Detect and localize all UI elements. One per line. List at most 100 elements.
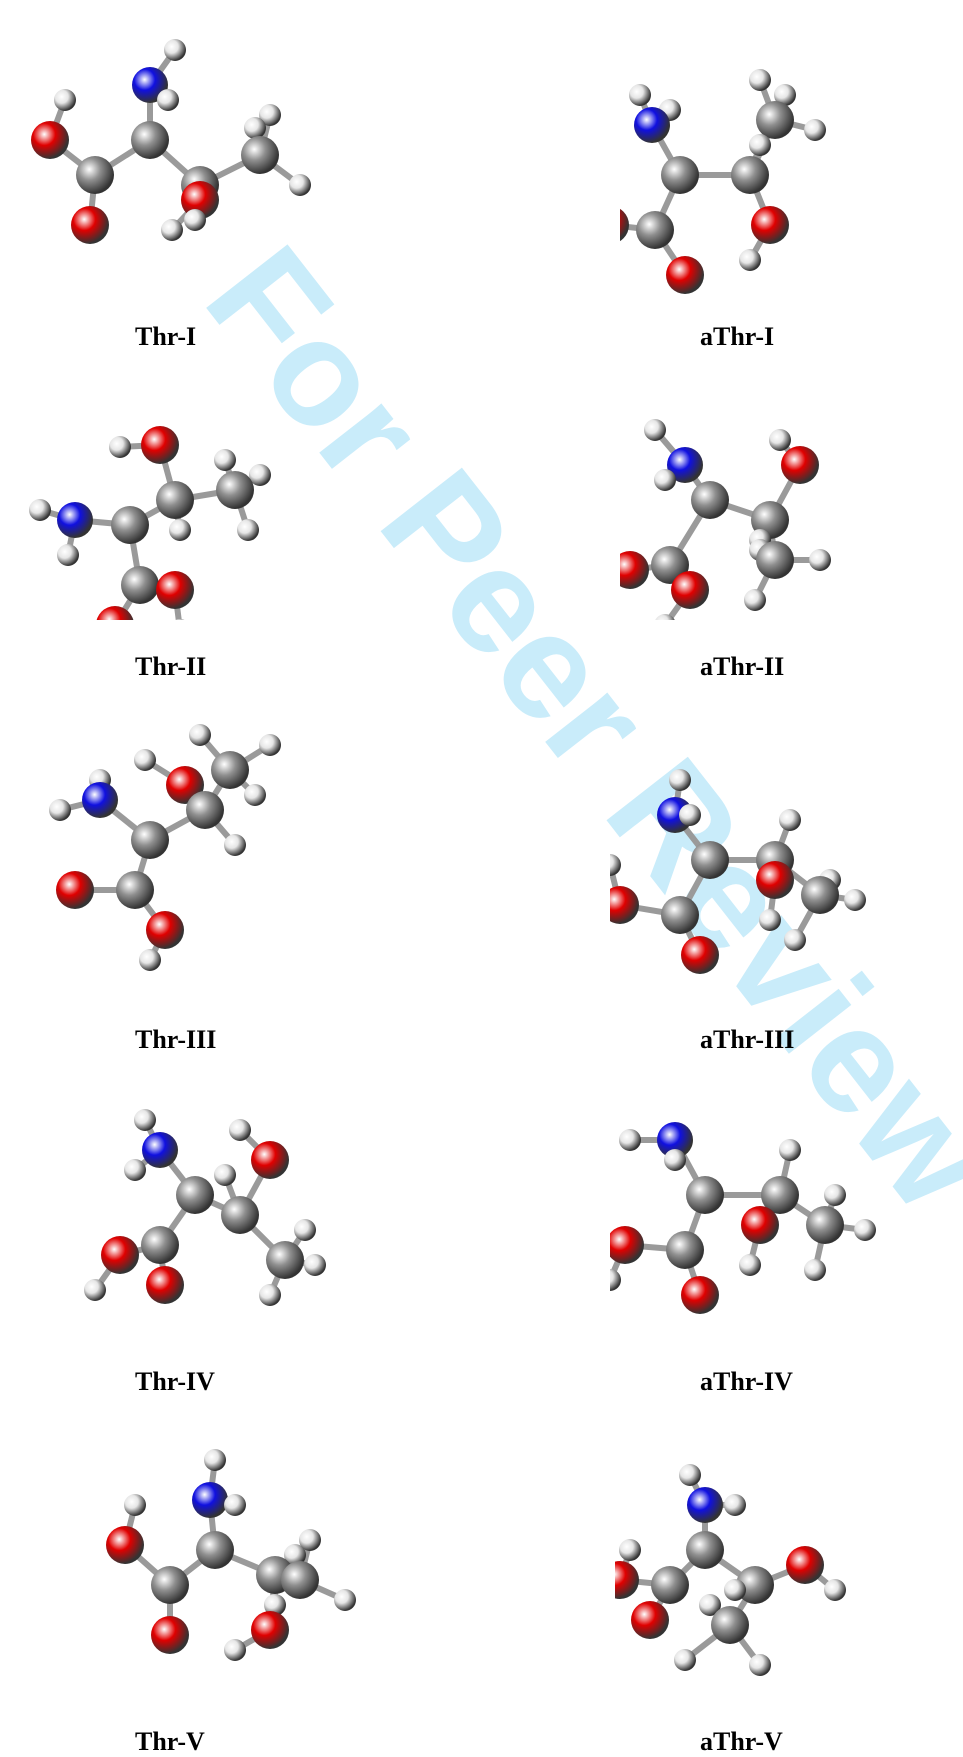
molecule-image bbox=[106, 1449, 356, 1661]
molecule-athr-ii bbox=[620, 370, 960, 620]
nitrogen-atom bbox=[667, 447, 703, 483]
carbon-atom bbox=[141, 1226, 179, 1264]
hydrogen-atom bbox=[844, 889, 866, 911]
oxygen-atom bbox=[741, 1206, 779, 1244]
oxygen-atom bbox=[786, 1546, 824, 1584]
oxygen-atom bbox=[620, 551, 649, 589]
hydrogen-atom bbox=[749, 69, 771, 91]
hydrogen-atom bbox=[29, 499, 51, 521]
hydrogen-atom bbox=[655, 614, 675, 620]
label-athr-i: aThr-I bbox=[700, 322, 775, 351]
molecule-thr-iv bbox=[40, 1090, 400, 1340]
label-thr-i: Thr-I bbox=[135, 322, 197, 351]
label-thr-iv: Thr-IV bbox=[135, 1367, 215, 1396]
hydrogen-atom bbox=[824, 1579, 846, 1601]
molecule-athr-iv bbox=[610, 1080, 960, 1340]
hydrogen-atom bbox=[214, 449, 236, 471]
hydrogen-atom bbox=[134, 749, 156, 771]
hydrogen-atom bbox=[294, 1219, 316, 1241]
carbon-atom bbox=[806, 1206, 844, 1244]
hydrogen-atom bbox=[229, 1119, 251, 1141]
hydrogen-atom bbox=[669, 769, 691, 791]
hydrogen-atom bbox=[184, 209, 206, 231]
label-thr-v: Thr-V bbox=[135, 1727, 205, 1756]
nitrogen-atom bbox=[634, 107, 670, 143]
carbon-atom bbox=[241, 136, 279, 174]
oxygen-atom bbox=[156, 571, 194, 609]
molecule-image bbox=[620, 419, 831, 620]
hydrogen-atom bbox=[237, 519, 259, 541]
hydrogen-atom bbox=[109, 436, 131, 458]
hydrogen-atom bbox=[629, 84, 651, 106]
hydrogen-atom bbox=[774, 84, 796, 106]
molecule-image bbox=[610, 1122, 876, 1314]
molecule-thr-iii bbox=[0, 695, 390, 995]
hydrogen-atom bbox=[759, 909, 781, 931]
label-thr-iii: Thr-III bbox=[135, 1025, 217, 1054]
carbon-atom bbox=[756, 101, 794, 139]
molecule-image bbox=[615, 1464, 846, 1676]
oxygen-atom bbox=[681, 1276, 719, 1314]
oxygen-atom bbox=[666, 256, 704, 294]
carbon-atom bbox=[176, 1176, 214, 1214]
carbon-atom bbox=[221, 1196, 259, 1234]
label-athr-iv: aThr-IV bbox=[700, 1367, 793, 1396]
oxygen-atom bbox=[251, 1611, 289, 1649]
hydrogen-atom bbox=[84, 1279, 106, 1301]
nitrogen-atom bbox=[57, 502, 93, 538]
oxygen-atom bbox=[781, 446, 819, 484]
hydrogen-atom bbox=[54, 89, 76, 111]
hydrogen-atom bbox=[809, 549, 831, 571]
carbon-atom bbox=[651, 1566, 689, 1604]
oxygen-atom bbox=[31, 121, 69, 159]
carbon-atom bbox=[761, 1176, 799, 1214]
molecule-athr-iii bbox=[610, 740, 960, 1000]
hydrogen-atom bbox=[164, 39, 186, 61]
hydrogen-atom bbox=[779, 1139, 801, 1161]
hydrogen-atom bbox=[124, 1494, 146, 1516]
hydrogen-atom bbox=[224, 834, 246, 856]
nitrogen-atom bbox=[82, 782, 118, 818]
oxygen-atom bbox=[681, 936, 719, 974]
hydrogen-atom bbox=[654, 469, 676, 491]
hydrogen-atom bbox=[724, 1494, 746, 1516]
oxygen-atom bbox=[751, 206, 789, 244]
nitrogen-atom bbox=[687, 1487, 723, 1523]
oxygen-atom bbox=[251, 1141, 289, 1179]
hydrogen-atom bbox=[769, 429, 791, 451]
hydrogen-atom bbox=[804, 1259, 826, 1281]
hydrogen-atom bbox=[284, 1544, 306, 1566]
molecule-thr-ii bbox=[0, 370, 330, 620]
oxygen-atom bbox=[141, 426, 179, 464]
molecule-thr-v bbox=[40, 1420, 440, 1700]
carbon-atom bbox=[76, 156, 114, 194]
hydrogen-atom bbox=[259, 104, 281, 126]
hydrogen-atom bbox=[619, 1539, 641, 1561]
hydrogen-atom bbox=[644, 419, 666, 441]
hydrogen-atom bbox=[224, 1494, 246, 1516]
label-athr-ii: aThr-II bbox=[700, 652, 785, 681]
molecule-image bbox=[620, 69, 826, 294]
carbon-atom bbox=[211, 751, 249, 789]
carbon-atom bbox=[216, 471, 254, 509]
molecule-thr-i bbox=[0, 0, 330, 270]
label-athr-iii: aThr-III bbox=[700, 1025, 795, 1054]
hydrogen-atom bbox=[224, 1639, 246, 1661]
molecule-image bbox=[84, 1109, 326, 1306]
hydrogen-atom bbox=[139, 949, 161, 971]
oxygen-atom bbox=[631, 1601, 669, 1639]
carbon-atom bbox=[661, 896, 699, 934]
carbon-atom bbox=[186, 791, 224, 829]
molecule-image bbox=[49, 724, 281, 971]
hydrogen-atom bbox=[610, 854, 621, 876]
carbon-atom bbox=[131, 121, 169, 159]
hydrogen-atom bbox=[804, 119, 826, 141]
oxygen-atom bbox=[106, 1526, 144, 1564]
nitrogen-atom bbox=[192, 1482, 228, 1518]
oxygen-atom bbox=[615, 1561, 639, 1599]
carbon-atom bbox=[281, 1561, 319, 1599]
molecule-athr-v bbox=[615, 1435, 960, 1705]
hydrogen-atom bbox=[175, 619, 185, 620]
hydrogen-atom bbox=[204, 1449, 226, 1471]
hydrogen-atom bbox=[824, 1184, 846, 1206]
